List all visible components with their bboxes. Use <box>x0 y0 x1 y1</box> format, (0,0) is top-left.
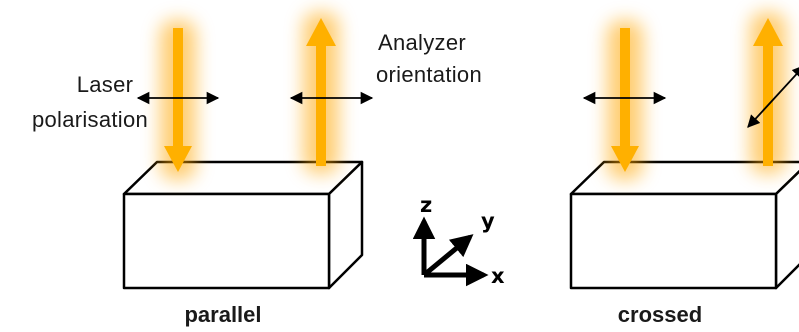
z-axis-label: z <box>420 193 432 217</box>
analyzer-label-line1: Analyzer <box>378 30 466 55</box>
laser-label-line1: Laser <box>77 72 134 97</box>
parallel-caption: parallel <box>184 302 261 327</box>
analyzed-beam-crossed <box>750 12 786 174</box>
sample-box-parallel <box>122 160 364 290</box>
incident-beam-parallel <box>160 20 196 180</box>
incident-beam-crossed <box>607 20 643 180</box>
analyzer-orientation-arrow-crossed <box>747 65 799 128</box>
analyzed-beam-parallel <box>303 12 339 174</box>
y-axis-label: y <box>481 209 495 233</box>
crossed-caption: crossed <box>618 302 702 327</box>
parallel-configuration: Laser polarisation Analyzer orientation … <box>32 12 482 327</box>
laser-label-line2: polarisation <box>32 107 148 132</box>
sample-box-crossed <box>569 160 799 290</box>
x-axis-label: x <box>491 264 505 288</box>
coordinate-axes: z y x <box>412 193 505 288</box>
crossed-configuration: crossed <box>569 12 799 327</box>
y-axis-arrow <box>422 234 474 277</box>
analyzer-label-line2: orientation <box>376 62 482 87</box>
